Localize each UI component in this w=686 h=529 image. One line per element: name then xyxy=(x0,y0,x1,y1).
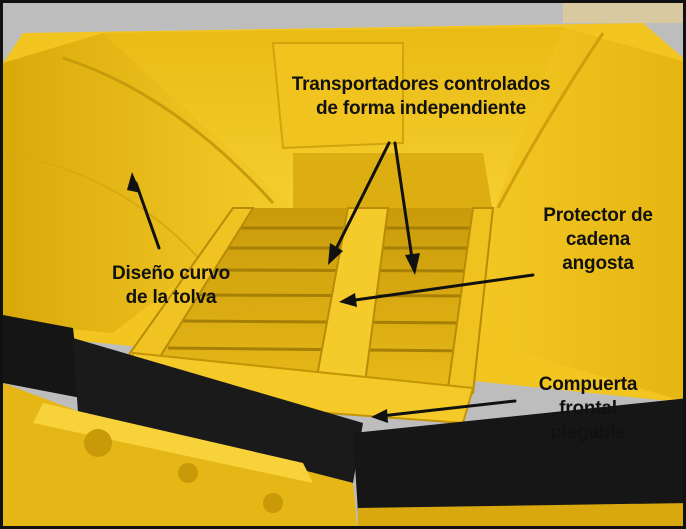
label-hopper-design-line1: Diseño curvo xyxy=(112,263,230,284)
lower-front-highlight xyxy=(33,403,313,483)
label-conveyors-line2: de forma independiente xyxy=(316,98,526,119)
label-chain-guard-line2: cadena xyxy=(565,229,631,250)
left-wall-crease xyxy=(62,56,275,205)
arrow-conveyor-left xyxy=(331,141,391,257)
arrow-front-gate xyxy=(379,399,517,418)
label-conveyors: Transportadores controlados de forma ind… xyxy=(241,73,601,121)
back-center-panel xyxy=(271,42,404,150)
left-rubber-end xyxy=(3,315,81,398)
hinge-right xyxy=(263,493,283,513)
label-front-gate-line2: frontal xyxy=(559,398,617,419)
left-wall xyxy=(3,33,293,333)
annotation-arrows xyxy=(134,141,535,418)
center-rubber-flap xyxy=(73,338,363,483)
arrow-heads xyxy=(127,172,420,423)
background-machine xyxy=(563,3,683,23)
right-wall-crease xyxy=(496,32,605,209)
right-rubber-flap xyxy=(353,398,683,513)
lower-front-right xyxy=(358,503,683,526)
label-hopper-design: Diseño curvo de la tolva xyxy=(81,262,261,310)
right-rail xyxy=(446,207,495,395)
label-front-gate-line1: Compuerta xyxy=(538,374,638,395)
label-chain-guard: Protector de cadena angosta xyxy=(513,204,683,276)
right-wall xyxy=(473,27,683,402)
label-front-gate-line3: plegable xyxy=(550,422,626,443)
arrow-chain-guard xyxy=(346,273,535,303)
label-front-gate: Compuerta frontal plegable xyxy=(503,373,673,445)
hopper-photo xyxy=(3,3,683,526)
label-conveyors-line1: Transportadores controlados xyxy=(291,74,551,95)
label-hopper-design-line2: de la tolva xyxy=(125,287,217,308)
label-chain-guard-line1: Protector de xyxy=(543,205,653,226)
hinge-center xyxy=(178,463,198,483)
label-chain-guard-line3: angosta xyxy=(562,253,634,274)
hinge-left xyxy=(84,429,112,457)
left-wall-curve xyxy=(3,152,204,264)
back-lower-panel xyxy=(293,153,493,213)
arrow-conveyor-right xyxy=(393,141,415,267)
arrow-hopper-wall xyxy=(134,181,161,250)
